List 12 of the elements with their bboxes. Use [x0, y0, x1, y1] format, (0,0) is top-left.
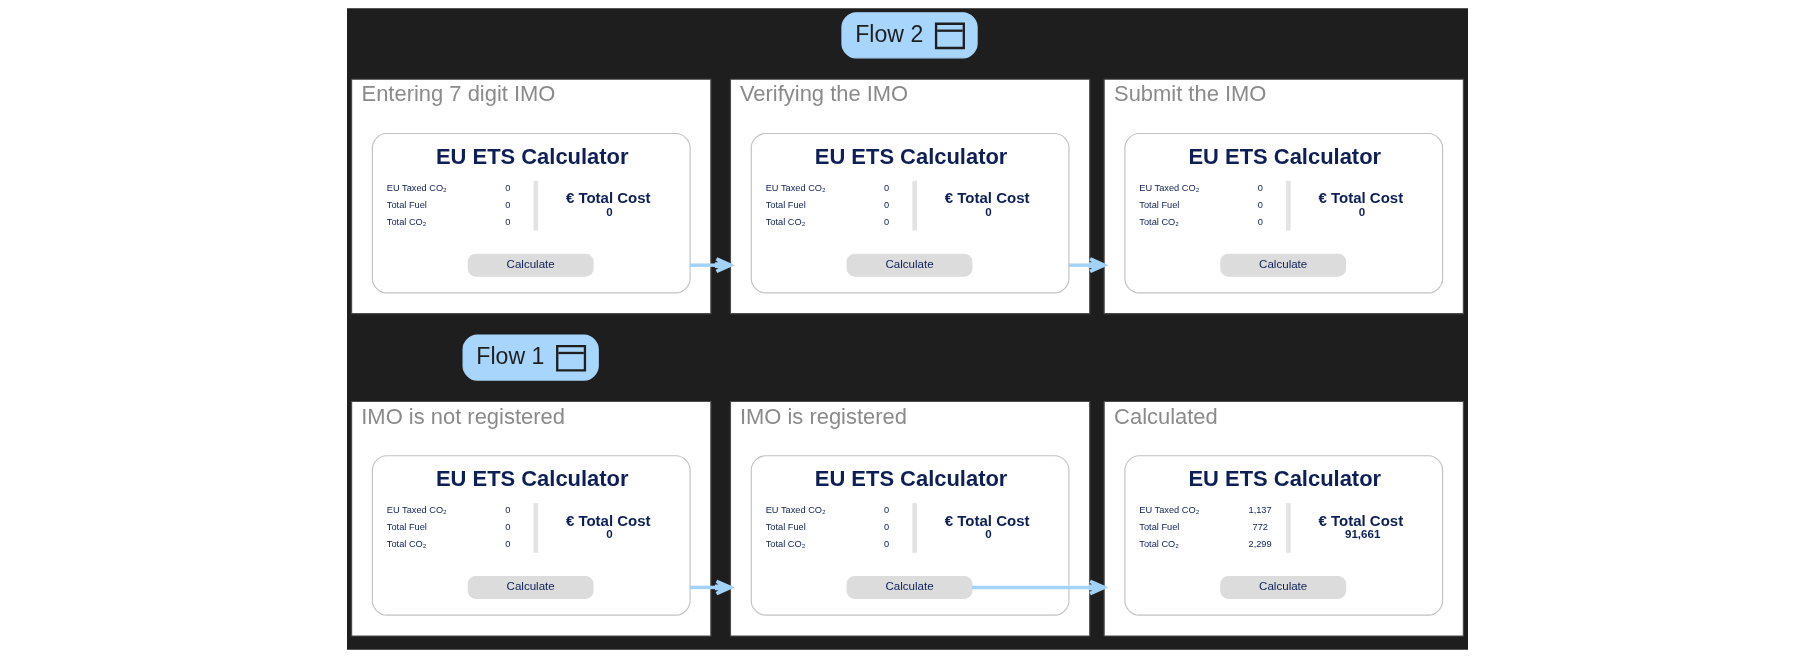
node-box: Calculate: [467, 253, 594, 277]
arrow: [1068, 257, 1106, 274]
node-box: Calculate: [1219, 253, 1346, 277]
node-box: Calculate: [467, 575, 594, 599]
arrow: [689, 579, 732, 596]
node-box: Calculate: [1219, 575, 1346, 599]
node-box: Calculate: [846, 575, 972, 599]
arrow: [971, 579, 1106, 596]
node-box: Flow 1: [462, 334, 599, 381]
node-box: Calculate: [846, 253, 972, 277]
arrow: [689, 257, 732, 274]
node-box: Flow 2: [840, 12, 978, 59]
